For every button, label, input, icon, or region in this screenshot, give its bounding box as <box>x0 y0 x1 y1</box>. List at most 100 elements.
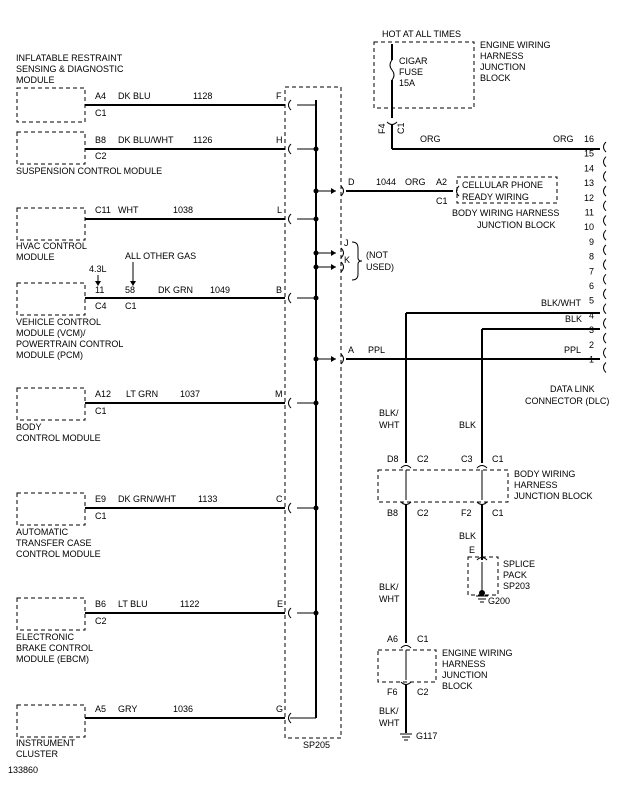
bcm-label-1: BODY <box>16 422 42 432</box>
atc-splice-pin: C <box>276 494 283 504</box>
dlc-pin-arc-14 <box>603 171 607 182</box>
engine-block-conn-c1: C1 <box>417 634 429 644</box>
dlc-pin-arc-8 <box>603 259 607 270</box>
hvac-splice-pin: L <box>277 205 282 215</box>
ic-label-2: CLUSTER <box>16 749 59 759</box>
vcm-variant-2: ALL OTHER GAS <box>125 251 196 261</box>
ic-num: 1036 <box>173 704 193 714</box>
ebcm-conn: C2 <box>95 616 107 626</box>
not-used-pin-k: K <box>344 255 350 265</box>
body-block-label-3: JUNCTION BLOCK <box>514 491 593 501</box>
ebcm-color: LT BLU <box>118 599 148 609</box>
hvac-label-2: MODULE <box>16 252 55 262</box>
vcm-splice-pin: B <box>276 285 282 295</box>
ebcm-label-1: ELECTRONIC <box>16 632 75 642</box>
vcm-pin-1: 11 <box>95 285 104 295</box>
dlc-pin-arc-7 <box>603 273 607 285</box>
irsdm-num: 1128 <box>193 91 212 101</box>
ic-color: GRY <box>118 704 137 714</box>
svg-text:BLOCK: BLOCK <box>480 73 511 83</box>
svg-text:HARNESS: HARNESS <box>480 51 524 61</box>
blkwht-label-2: WHT <box>379 420 400 430</box>
irsdm-label-2: SENSING & DIAGNOSTIC <box>16 64 124 74</box>
engine-block-lower-label-2: HARNESS <box>442 659 486 669</box>
atc-color: DK GRN/WHT <box>118 494 176 504</box>
dlc-pin-3: 3 <box>589 325 594 335</box>
scm-box <box>16 131 86 165</box>
cellular-block-2: JUNCTION BLOCK <box>477 220 556 230</box>
dlc-pin-arc-2 <box>603 347 607 359</box>
cigar-fuse: CIGAR FUSE 15A F4 C1 ORG <box>377 44 600 150</box>
dlc-pin-7: 7 <box>589 266 594 276</box>
not-used-label-1: (NOT <box>366 250 388 260</box>
engine-block-lower-label-1: ENGINE WIRING <box>442 648 513 658</box>
irsdm-box <box>16 87 86 123</box>
svg-text:JUNCTION: JUNCTION <box>480 62 526 72</box>
scm-pin: B8 <box>95 135 106 145</box>
dlc-pin-arc-4 <box>603 318 607 329</box>
body-block-box <box>377 469 509 503</box>
dlc-blkwht-label: BLK/WHT <box>541 298 582 308</box>
atc-label-3: CONTROL MODULE <box>16 549 101 559</box>
hvac-num: 1038 <box>173 205 193 215</box>
irsdm-label-1: INFLATABLE RESTRAINT <box>16 53 123 63</box>
blkwht-mid-label-1: BLK/ <box>379 582 399 592</box>
circuit-ebcm: B6 C2 LT BLU 1122 E <box>85 599 316 626</box>
hvac-color: WHT <box>118 205 139 215</box>
sp205-label: SP205 <box>303 740 330 750</box>
dlc-pin-arc-12 <box>603 200 607 212</box>
sp205-box <box>284 86 342 739</box>
dlc-label-1: DATA LINK <box>550 384 595 394</box>
dlc-pin-9: 9 <box>589 237 594 247</box>
dlc-ppl-label: PPL <box>564 345 581 355</box>
cellular-conn: C1 <box>436 196 448 206</box>
circuit-atc: E9 C1 DK GRN/WHT 1133 C <box>85 494 316 521</box>
dlc-blk-label: BLK <box>565 314 582 324</box>
dlc-pin-13: 13 <box>584 178 594 188</box>
ppl-color: PPL <box>368 345 385 355</box>
cellular-splice-pin: D <box>348 177 355 187</box>
atc-num: 1133 <box>198 494 217 504</box>
engine-block-lower-label-4: BLOCK <box>442 681 473 691</box>
diagram-number: 133860 <box>8 765 38 775</box>
bcm-label-2: CONTROL MODULE <box>16 433 101 443</box>
not-used-pins: J K (NOT USED) <box>316 238 394 281</box>
bcm-conn: C1 <box>95 406 107 416</box>
hvac-label-1: HVAC CONTROL <box>16 241 87 251</box>
dlc-pin-2: 2 <box>589 340 594 350</box>
bcm-box <box>16 387 86 421</box>
vcm-label-4: MODULE (PCM) <box>16 350 83 360</box>
blk-label-lower: BLK <box>459 531 476 541</box>
dlc-pin-8: 8 <box>589 252 594 262</box>
cellular-block-1: BODY WIRING HARNESS <box>452 208 559 218</box>
ebcm-num: 1122 <box>180 599 199 609</box>
ic-splice-pin: G <box>276 704 283 714</box>
fuse-pin: F4 <box>377 123 387 134</box>
irsdm-conn: C1 <box>95 108 107 118</box>
splice-pack-pin-e: E <box>469 545 475 555</box>
bcm-pin: A12 <box>95 389 111 399</box>
hot-at-all-times: HOT AT ALL TIMES <box>382 29 461 39</box>
fuse-conn: C1 <box>396 122 406 134</box>
ebcm-splice-pin: E <box>277 599 283 609</box>
dlc-pin-arc-9 <box>603 244 607 256</box>
fuse-rating: 15A <box>399 78 415 88</box>
ppl-splice-pin: A <box>348 345 354 355</box>
dlc-pin-14: 14 <box>584 163 594 173</box>
dlc-pin-16: 16 <box>584 134 594 144</box>
engine-block-top-box <box>373 41 475 109</box>
dlc-pin-15: 15 <box>584 149 594 159</box>
body-block-pin-b8: B8 <box>387 508 398 518</box>
body-block-label-2: HARNESS <box>514 480 558 490</box>
body-block-conn-c1-bottom: C1 <box>492 508 504 518</box>
circuit-ic: A5 GRY 1036 G <box>85 704 292 724</box>
circuit-bcm: A12 C1 LT GRN 1037 M <box>85 389 316 416</box>
ground-g200: G200 <box>488 596 510 606</box>
circuit-hvac: C11 WHT 1038 L <box>85 205 316 225</box>
scm-splice-pin: H <box>276 135 283 145</box>
ic-pin: A5 <box>95 704 106 714</box>
atc-pin: E9 <box>95 494 106 504</box>
blkwht-bottom-label-1: BLK/ <box>379 706 399 716</box>
